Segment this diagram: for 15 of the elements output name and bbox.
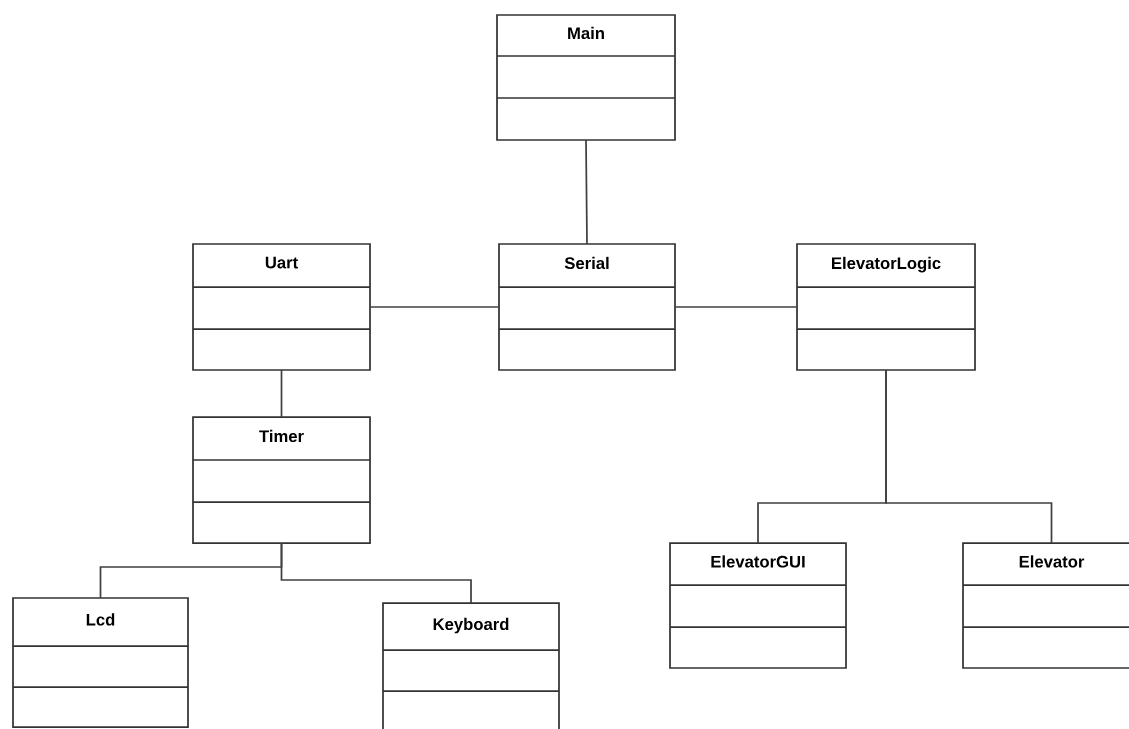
class-box: Elevator <box>962 542 1129 669</box>
connector-line <box>280 369 283 418</box>
class-box: ElevatorLogic <box>796 243 976 371</box>
class-box: Main <box>496 14 676 141</box>
class-box: ElevatorGUI <box>669 542 847 669</box>
connector-line <box>585 139 588 245</box>
class-box: Serial <box>498 243 676 371</box>
class-box: Lcd <box>12 597 189 728</box>
connector-line <box>280 542 472 604</box>
class-box: Uart <box>192 243 371 371</box>
connector-line <box>674 306 798 308</box>
connector-line <box>369 306 500 308</box>
connector-line <box>885 369 1053 544</box>
class-box: Timer <box>192 416 371 544</box>
class-box: Keyboard <box>382 602 560 729</box>
